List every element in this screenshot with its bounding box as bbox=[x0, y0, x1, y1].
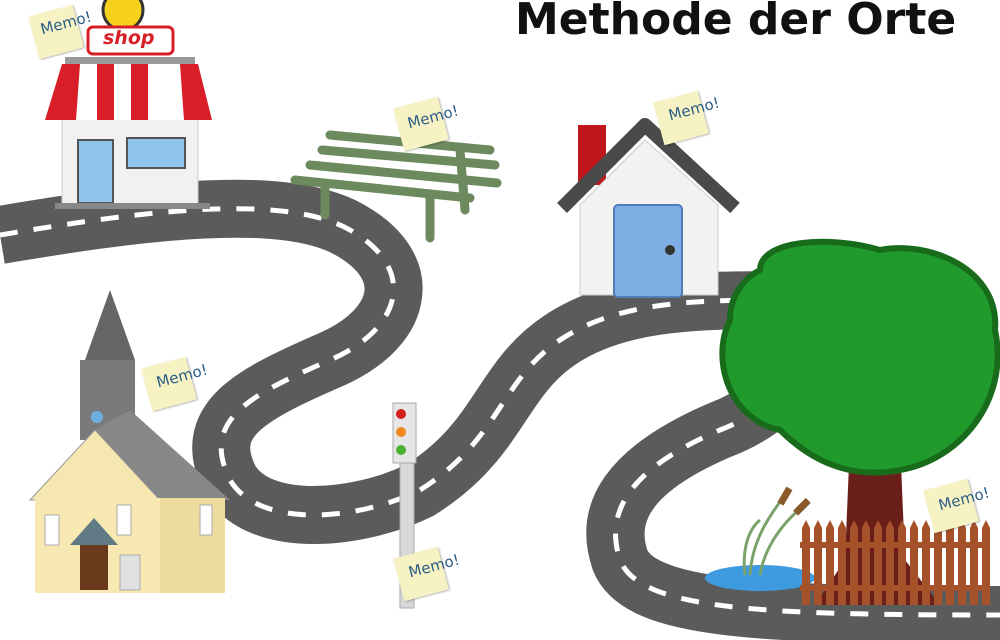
shop bbox=[45, 0, 212, 209]
fence-picket bbox=[958, 520, 966, 605]
fence-picket bbox=[850, 520, 858, 605]
house bbox=[557, 118, 740, 298]
fence-picket bbox=[814, 520, 822, 605]
pond-with-reeds bbox=[705, 486, 815, 591]
fence-picket bbox=[910, 520, 918, 605]
fence-picket bbox=[886, 520, 894, 605]
bench bbox=[290, 130, 502, 243]
road bbox=[0, 179, 1000, 640]
fence-picket bbox=[802, 520, 810, 605]
fence bbox=[800, 520, 990, 605]
shop-sign-text: shop bbox=[103, 27, 155, 49]
fence-picket bbox=[862, 520, 870, 605]
fence-picket bbox=[898, 520, 906, 605]
church bbox=[28, 290, 230, 593]
fence-picket bbox=[970, 520, 978, 605]
fence-picket bbox=[874, 520, 882, 605]
page-title: Methode der Orte bbox=[515, 0, 957, 45]
fence-picket bbox=[946, 520, 954, 605]
fence-picket bbox=[982, 520, 990, 605]
tree bbox=[719, 238, 1000, 605]
fence-picket bbox=[922, 520, 930, 605]
fence-picket bbox=[934, 520, 942, 605]
fence-picket bbox=[838, 520, 846, 605]
fence-picket bbox=[826, 520, 834, 605]
